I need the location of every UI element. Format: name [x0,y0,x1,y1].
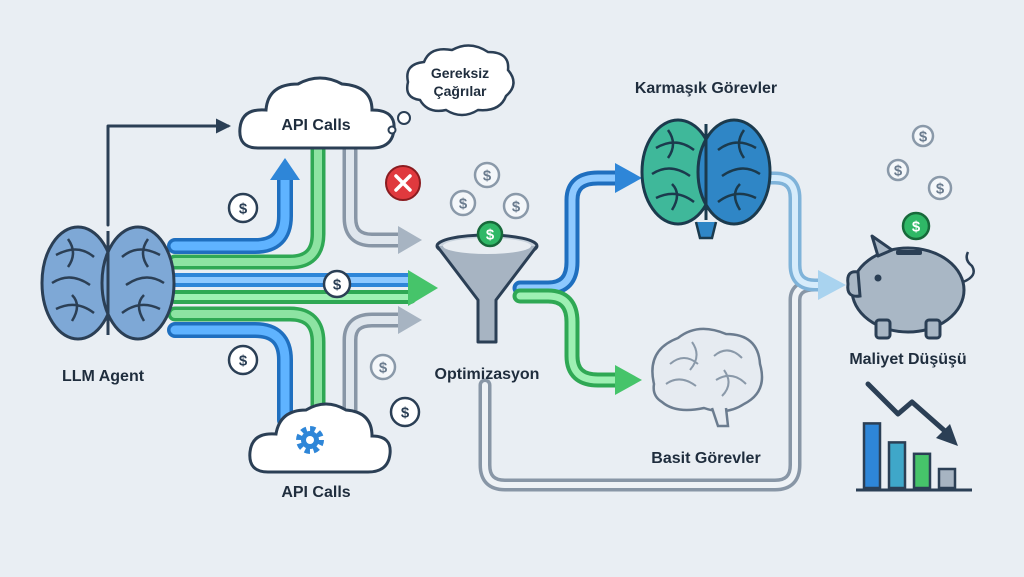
stream-blue-up [167,158,300,254]
cost-bars [862,422,957,490]
cost-bar [862,422,882,490]
agent-label: LLM Agent [62,368,145,385]
thought-line-1: Gereksiz [431,65,489,81]
coin-symbol: $ [894,163,903,180]
coin-icon: $ [502,192,530,220]
api-top-cloud-icon [238,76,396,150]
coin-icon: $ [227,192,259,224]
coin-symbol: $ [239,353,248,370]
api-top-label: API Calls [281,117,350,134]
coin-symbol: $ [919,129,928,146]
stream-to-simple [512,288,642,395]
coin-symbol: $ [486,227,495,244]
coin-icon: $ [901,211,931,241]
cost-bar [912,452,932,490]
simple-label: Basit Görevler [651,450,760,467]
trend-down-chart-icon [856,381,972,492]
stream-gray-upper [342,142,422,254]
coin-symbol: $ [483,168,492,185]
connector-agent-to-api [106,118,231,227]
coin-icon: $ [227,344,259,376]
api-bottom-cloud-gear-icon [248,402,392,474]
flow-lines [106,118,846,492]
complex-label: Karmaşık Görevler [635,80,777,97]
stream-gray-lower [342,306,422,418]
coin-symbol: $ [459,196,468,213]
stream-main [168,270,438,306]
coin-icon: $ [369,353,397,381]
coin-symbol: $ [401,405,410,422]
coin-icon: $ [449,189,477,217]
stream-complex-to-piggy [758,171,846,300]
agent-brain-icon [40,225,176,341]
cost-bar [887,441,907,490]
coin-symbol: $ [379,360,388,377]
thought-bubble [387,44,515,135]
coin-symbol: $ [912,219,921,236]
cost-bar [937,467,957,490]
coin-icon: $ [927,175,953,201]
api-bottom-label: API Calls [281,484,350,501]
coin-icon: $ [389,396,421,428]
stream-green-down [167,142,326,270]
thought-line-2: Çağrılar [434,83,487,99]
optimization-label: Optimizasyon [435,366,540,383]
coin-symbol: $ [333,277,342,294]
cost-label: Maliyet Düşüşü [849,351,966,368]
coin-icon: $ [322,269,352,299]
complex-brain-icon [640,118,772,240]
coin-icon: $ [473,161,501,189]
coin-symbol: $ [936,181,945,198]
stream-lower-to-cloud [167,306,326,428]
coin-icon: $ [476,220,504,248]
coin-symbol: $ [239,201,248,218]
coin-icon: $ [911,124,935,148]
coin-symbol: $ [512,199,521,216]
stream-to-complex [512,163,642,296]
reject-close-icon [385,165,421,201]
coin-icon: $ [886,158,910,182]
coins: $ $ $ $ $ $ $ $ $ $ $ $ $ [227,124,953,428]
simple-brain-icon [651,327,764,428]
savings-piggy-bank-icon [846,234,975,340]
trend-arrow [865,381,949,435]
